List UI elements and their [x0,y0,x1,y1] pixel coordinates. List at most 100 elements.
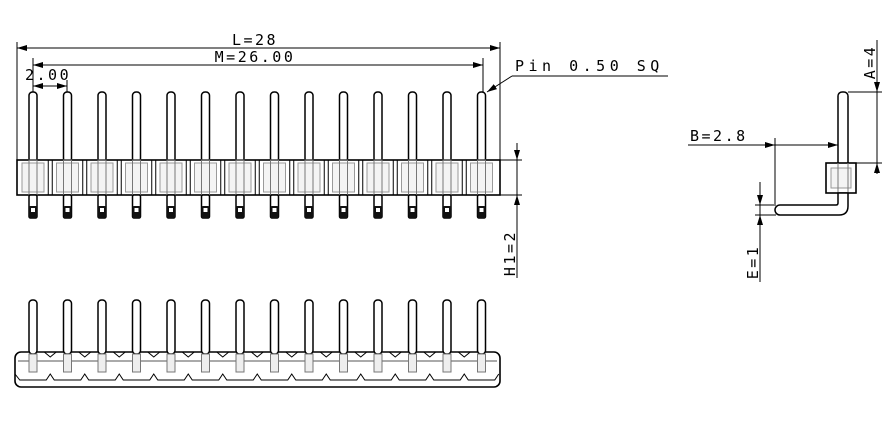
front-body-cell [56,162,79,193]
top-pin-through-body [166,353,176,373]
top-pin-through-body [28,353,38,373]
front-body-cell [159,162,183,193]
front-pin-tail-mark [272,208,277,212]
top-pin [269,299,280,355]
top-pin-through-body [477,353,486,373]
top-body-notch [112,351,126,358]
dim-h1-label: H1=2 [501,230,519,276]
front-pin-top [373,91,383,163]
side-pin-bent-tail [774,192,849,216]
top-body-notch [43,351,57,358]
front-body-cell [125,162,148,193]
front-pin-tail-mark [100,208,104,212]
front-pin-top [269,91,280,163]
top-pin [235,299,245,355]
front-pin-tail-mark [169,208,173,212]
dim-a-label: A=4 [861,45,879,80]
top-pin-through-body [235,353,245,373]
pin-callout-leader [486,75,513,93]
top-pin-through-body [442,353,452,373]
top-body-notch [319,351,333,358]
front-pin-tail-mark [238,208,242,212]
dim-b-label: B=2.8 [690,127,748,145]
front-body-cell [90,162,114,193]
top-body-notch [285,351,299,358]
top-body-notch [354,351,368,358]
front-pin-tail-mark [376,208,380,212]
front-pin-tail-mark [341,208,346,212]
top-pin [97,299,107,355]
top-pins [28,299,487,373]
dim-e-label: E=1 [744,245,762,280]
top-pin [304,299,314,355]
top-pin [62,299,73,355]
front-pin-top [131,91,142,163]
top-pin-through-body [270,353,279,373]
front-pin-top [304,91,314,163]
top-pin [28,299,38,355]
front-pin-top [166,91,176,163]
front-pins-bottom [28,194,487,219]
top-body-notch [78,351,92,358]
dim-l-label: L=28 [232,31,278,49]
side-body-inner [830,167,852,189]
top-pin-through-body [63,353,72,373]
dim-m-label: M=26.00 [215,48,296,66]
top-pin-through-body [373,353,383,373]
front-pin-tail-mark [31,208,35,212]
front-pin-tail-mark [307,208,311,212]
top-body-notch [423,351,437,358]
front-body-cell [21,162,45,193]
top-pin-through-body [97,353,107,373]
top-body-notches [43,351,471,358]
top-pin-through-body [201,353,210,373]
front-pin-top [97,91,107,163]
top-body-notch [250,351,264,358]
top-body-notch [457,351,471,358]
top-body-notch [147,351,161,358]
front-pin-top [476,91,487,163]
front-body-cell [332,162,355,193]
front-body-cell [297,162,321,193]
front-view [16,91,501,219]
top-pin-through-body [408,353,417,373]
top-pin [166,299,176,355]
front-pin-top [62,91,73,163]
front-body-cell [470,162,493,193]
top-pin [442,299,452,355]
top-pin [338,299,349,355]
top-pin [200,299,211,355]
front-pin-tail-mark [479,208,484,212]
front-pin-top [407,91,418,163]
top-pin [407,299,418,355]
pin-callout-label: Pin 0.50 SQ [515,57,664,75]
front-body-cell [435,162,459,193]
top-pin-through-body [339,353,348,373]
front-body-cell [366,162,390,193]
side-view [774,91,857,216]
top-body-scallop-edge [14,373,500,381]
front-body-cell [194,162,217,193]
top-pin-through-body [304,353,314,373]
front-pin-top [338,91,349,163]
front-pin-top [28,91,38,163]
front-body-cell [228,162,252,193]
front-body-detail [21,159,493,196]
front-pin-tail-mark [134,208,139,212]
front-pin-tail-mark [445,208,449,212]
dimensions: L=28 M=26.00 2.00 Pin 0.50 SQ H1=2 A=4 B [16,31,882,282]
top-body-notch [216,351,230,358]
front-pins-top [28,91,487,163]
front-pin-tail-mark [65,208,70,212]
front-pin-top [442,91,452,163]
top-body-notch [181,351,195,358]
dim-pitch-label: 2.00 [25,66,71,84]
front-pin-tail-mark [203,208,208,212]
top-pin-through-body [132,353,141,373]
front-pin-top [235,91,245,163]
front-body-cell [401,162,424,193]
top-pin [373,299,383,355]
top-pin [131,299,142,355]
